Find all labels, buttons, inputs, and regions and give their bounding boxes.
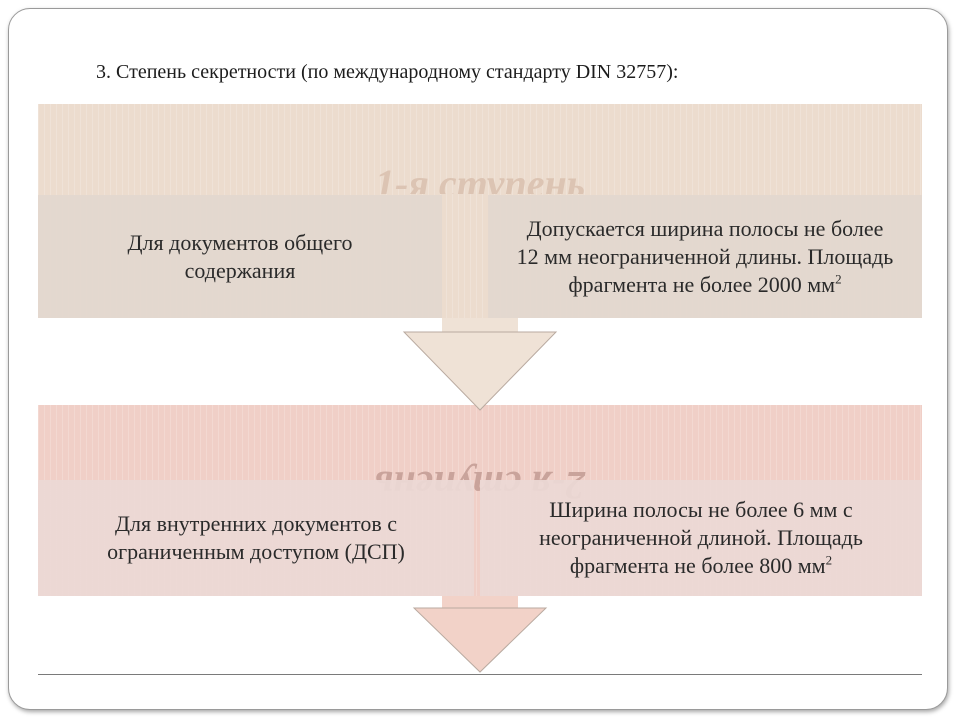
slide-heading: 3. Степень секретности (по международном… xyxy=(96,61,679,83)
level-1-requirement-sup: 2 xyxy=(835,271,842,287)
level-2-requirement: Ширина полосы не более 6 мм с неограниче… xyxy=(491,496,911,580)
level-1-background-title: 1-я ступень xyxy=(374,161,586,194)
level-2-requirement-text: Ширина полосы не более 6 мм с неограниче… xyxy=(539,497,863,578)
level-1-requirement-text: Допускается ширина полосы не более 12 мм… xyxy=(516,215,894,297)
level-2-right-cell: Ширина полосы не более 6 мм с неограниче… xyxy=(480,480,922,596)
level-2-left-cell: Для внутренних документов с ограниченным… xyxy=(38,480,474,596)
down-arrow-2-icon xyxy=(412,596,548,673)
level-2-requirement-sup: 2 xyxy=(825,552,833,568)
level-1-left-cell: Для документов общего содержания xyxy=(38,195,442,318)
bottom-rule xyxy=(38,674,922,675)
level-1-description: Для документов общего содержания xyxy=(127,229,353,283)
level-1-requirement: Допускается ширина полосы не более 12 мм… xyxy=(515,215,895,299)
level-1-right-cell: Допускается ширина полосы не более 12 мм… xyxy=(488,195,922,318)
level-2-description: Для внутренних документов с ограниченным… xyxy=(107,511,405,564)
down-arrow-1-icon xyxy=(402,318,558,411)
